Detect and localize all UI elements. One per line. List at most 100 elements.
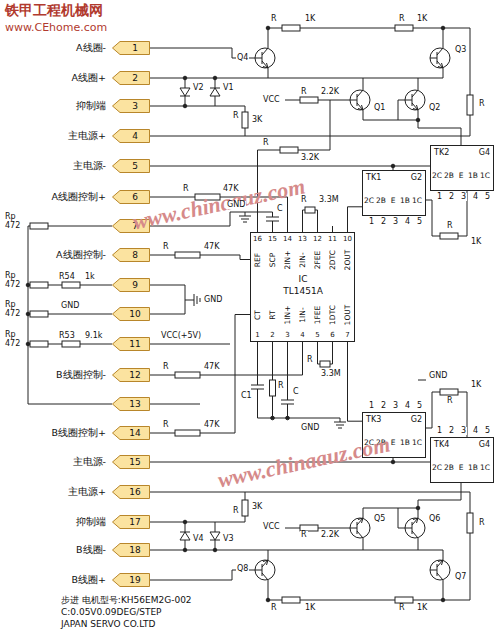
pin-label: 抑制端	[76, 101, 106, 111]
pin-outline	[112, 159, 150, 173]
part-label: 3	[460, 427, 467, 435]
part-label: TK3	[366, 416, 381, 424]
component-symbol	[430, 48, 450, 68]
pin-label: B线圈-	[76, 545, 106, 555]
resistor-symbol	[467, 95, 473, 115]
site-logo: www.CEhome.com	[4, 22, 108, 33]
pin-outline	[112, 129, 150, 143]
resistor-symbol	[62, 282, 80, 288]
connector-pin: B线圈控制-12	[112, 368, 150, 382]
part-label: R	[162, 363, 170, 371]
junction-dot	[271, 416, 275, 420]
pin-number: 4	[120, 129, 150, 143]
part-label: 3K	[251, 503, 263, 511]
ic-pin-name: 1DTC	[329, 305, 337, 325]
junction-dot	[213, 76, 217, 80]
component-symbol	[150, 389, 473, 603]
pin-shape	[113, 398, 150, 411]
part-label: TK1	[366, 174, 381, 182]
part-label: Q5	[373, 515, 386, 523]
pin-label: 主电源-	[73, 161, 106, 171]
connector-pin: 13	[112, 397, 150, 411]
resistor-symbol	[30, 341, 48, 347]
pin-number: 10	[120, 307, 150, 321]
pin-number: 9	[120, 278, 150, 292]
wire	[258, 418, 341, 419]
wire	[150, 344, 230, 404]
part-label: R	[262, 139, 270, 147]
connector-pin: A线圈+2	[112, 71, 150, 85]
pin-number: 1	[120, 41, 150, 55]
pin-label: 主电源+	[68, 131, 106, 141]
pin-label: B线圈控制+	[52, 428, 106, 438]
pin-outline	[112, 190, 150, 204]
ic-pin-name: RT	[269, 310, 277, 319]
part-label: 47K	[222, 185, 239, 193]
part-label: V3	[222, 535, 235, 543]
part-label: GND	[203, 296, 223, 304]
connector-pin: 主电源+4	[112, 129, 150, 143]
resistor-symbol	[62, 341, 80, 347]
part-label: 1K	[470, 381, 482, 389]
part-label: R	[300, 196, 308, 204]
ic-pin-name: 2FEE	[314, 251, 322, 270]
part-label: 1C	[412, 197, 422, 205]
pin-shape	[113, 42, 150, 55]
part-label: 1	[436, 193, 443, 201]
part-label: Rp	[4, 301, 17, 309]
resistor-symbol	[175, 430, 200, 436]
pin-outline	[112, 41, 150, 55]
part-label: 5	[484, 427, 491, 435]
part-label: 1k	[84, 273, 96, 281]
part-label: Rp	[4, 331, 17, 339]
part-label: 1	[368, 218, 375, 226]
part-label: 9.1k	[84, 332, 103, 340]
part-label: 2B	[444, 464, 454, 472]
ic-pin-name: 2OUT	[344, 250, 352, 271]
pin-label: 抑制端	[76, 517, 106, 527]
ic-pin-name: 6	[330, 332, 334, 339]
ic-pin-name: 3	[285, 332, 289, 339]
part-label: GND	[300, 424, 320, 432]
pin-shape	[113, 516, 150, 529]
pin-number: 16	[120, 485, 150, 499]
part-label: 2	[448, 427, 455, 435]
part-label: 472	[4, 281, 21, 289]
pin-number: 3	[120, 99, 150, 113]
ic-pin-name: CT	[254, 310, 262, 320]
pin-label: A线圈控制-	[56, 250, 106, 260]
part-label: V4	[192, 535, 205, 543]
component-symbol	[210, 88, 220, 96]
component-symbol	[180, 88, 190, 96]
part-label: Rp	[4, 272, 17, 280]
resistor-symbol	[280, 147, 298, 153]
pin-shape	[113, 544, 150, 557]
part-label: 472	[4, 310, 21, 318]
transistor-array: TK1G22C2BE1B1C	[362, 170, 426, 216]
part-label: Q2	[428, 104, 441, 112]
part-label: TK2	[434, 149, 449, 157]
pin-number: 13	[120, 397, 150, 411]
part-label: R	[162, 421, 170, 429]
part-label: R	[300, 531, 308, 539]
part-label: Q8	[236, 565, 249, 573]
wire	[28, 226, 112, 404]
resistor-symbol	[270, 380, 276, 396]
pin-number: 8	[120, 248, 150, 262]
pin-label: 主电源-	[73, 457, 106, 467]
part-label: 3.3M	[320, 370, 342, 378]
part-label: Q6	[428, 515, 441, 523]
part-label: 3K	[251, 116, 263, 124]
part-label: 3	[392, 402, 399, 410]
part-label: R	[446, 397, 454, 405]
part-label: R	[182, 185, 190, 193]
part-label: 1C	[412, 439, 422, 447]
component-symbol	[255, 48, 275, 68]
ic-pin-name: 16	[253, 236, 262, 243]
part-label: 2C	[432, 464, 442, 472]
ic-pin-name: SCP	[269, 253, 277, 268]
part-label: Q3	[454, 46, 467, 54]
pin-shape	[113, 369, 150, 382]
pin-number: 6	[120, 190, 150, 204]
part-label: R	[306, 356, 314, 364]
